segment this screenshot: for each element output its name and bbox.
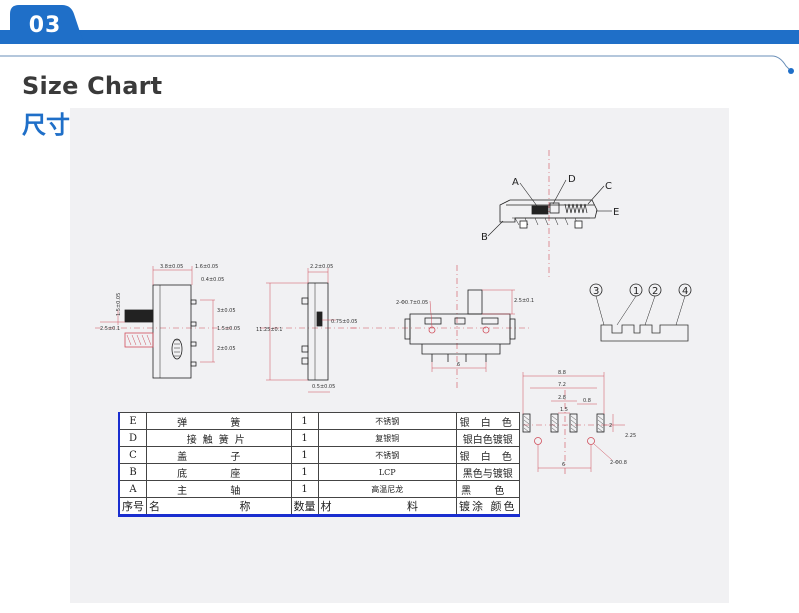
dim-2-2: 2.2±0.05 [310, 264, 333, 270]
pin-number-4: 4 [682, 286, 688, 297]
dim-1-5-pad: 1.5 [560, 407, 568, 413]
dim-11-25: 11.25±0.1 [256, 327, 282, 333]
dim-2-pad: 2 [609, 423, 612, 429]
top-view: 2-Φ0.7±0.05 2.5±0.1 6 [350, 265, 534, 390]
row-finish: 银 白 色 [456, 412, 520, 430]
pin-number-3: 3 [593, 286, 599, 297]
parts-table: E 弹 簧 1 不锈钢 银 白 色 D 接触簧片 1 复银铜 银白色镀银 C 盖… [118, 412, 520, 517]
row-code: C [118, 446, 147, 464]
callout-e: E [613, 207, 619, 218]
row-finish: 银 白 色 [456, 446, 520, 464]
dim-7-2: 7.2 [558, 382, 566, 388]
dim-1-5: 1.5±0.05 [217, 326, 240, 332]
row-material: 复银铜 [317, 429, 457, 447]
dim-0-4: 0.4±0.05 [201, 277, 224, 283]
dim-2-8: 2.8 [558, 395, 566, 401]
dim-1-5-left: 1.5±0.05 [116, 293, 122, 316]
title-english: Size Chart [22, 72, 163, 100]
pin-number-2: 2 [652, 286, 658, 297]
dim-0-75: 0.75±0.05 [331, 319, 357, 325]
table-header-row: 序号 名 称 数量 材 料 镀涂 颜色 [118, 497, 520, 516]
drawing-panel [70, 108, 729, 603]
row-finish: 黑色与镀银 [456, 463, 520, 481]
callout-b: B [481, 232, 488, 243]
dim-3: 3±0.05 [217, 308, 236, 314]
callout-a: A [512, 177, 519, 188]
header-qty: 数量 [290, 497, 319, 516]
header-material: 材 料 [317, 497, 457, 516]
callout-c: C [605, 181, 612, 192]
row-code: E [118, 412, 147, 430]
dim-2-5-right: 2.5±0.1 [514, 298, 534, 304]
row-qty: 1 [290, 463, 319, 481]
row-code: A [118, 480, 147, 498]
underline-end-dot [788, 68, 794, 74]
pcb-footprint: 8.8 7.2 2.8 1.5 0.8 2 2.25 2-Φ0.8 6 [510, 370, 636, 475]
header-code: 序号 [118, 497, 147, 516]
header-underline [0, 55, 794, 74]
header-name: 名 称 [146, 497, 292, 516]
row-qty: 1 [290, 446, 319, 464]
row-qty: 1 [290, 412, 319, 430]
dim-2-phi-0-8: 2-Φ0.8 [610, 460, 627, 466]
row-material: 高温尼龙 [317, 480, 457, 498]
callout-d: D [568, 174, 576, 185]
header-finish: 镀涂 颜色 [456, 497, 520, 516]
row-material: 不锈钢 [317, 446, 457, 464]
dim-6-pad: 6 [562, 462, 565, 468]
dim-0-5: 0.5±0.05 [312, 384, 335, 390]
pin-number-1: 1 [633, 286, 639, 297]
side-view-left: 3.8±0.05 1.6±0.05 0.4±0.05 3±0.05 1.5±0.… [95, 264, 240, 379]
dim-2-phi-0-7: 2-Φ0.7±0.05 [396, 300, 428, 306]
schematic-view [589, 283, 692, 342]
dim-3-8: 3.8±0.05 [160, 264, 183, 270]
row-qty: 1 [290, 429, 319, 447]
row-finish: 黑 色 [456, 480, 520, 498]
row-material: 不锈钢 [317, 412, 457, 430]
section-number: 03 [28, 13, 62, 38]
row-name: 弹 簧 [146, 412, 292, 430]
row-code: D [118, 429, 147, 447]
dim-6: 6 [457, 362, 460, 368]
row-name: 接触簧片 [146, 429, 292, 447]
dim-8-8: 8.8 [558, 370, 566, 376]
table-row: A 主 轴 1 高温尼龙 黑 色 [118, 480, 520, 498]
header-bar [0, 5, 799, 44]
row-name: 主 轴 [146, 480, 292, 498]
dim-2-25: 2.25 [625, 433, 636, 439]
row-finish: 银白色镀银 [456, 429, 520, 447]
dim-1-6: 1.6±0.05 [195, 264, 218, 270]
row-name: 盖 子 [146, 446, 292, 464]
row-qty: 1 [290, 480, 319, 498]
table-row: E 弹 簧 1 不锈钢 银 白 色 [118, 412, 520, 430]
dim-2-5: 2.5±0.1 [100, 326, 120, 332]
dim-2: 2±0.05 [217, 346, 236, 352]
table-row: B 底 座 1 LCP 黑色与镀银 [118, 463, 520, 481]
row-name: 底 座 [146, 463, 292, 481]
row-material: LCP [317, 463, 457, 481]
table-row: D 接触簧片 1 复银铜 银白色镀银 [118, 429, 520, 447]
table-row: C 盖 子 1 不锈钢 银 白 色 [118, 446, 520, 464]
cross-section-view [487, 150, 612, 278]
front-view: 2.2±0.05 11.25±0.1 0.75±0.05 0.5±0.05 [256, 264, 360, 393]
dim-0-8: 0.8 [583, 398, 591, 404]
row-code: B [118, 463, 147, 481]
